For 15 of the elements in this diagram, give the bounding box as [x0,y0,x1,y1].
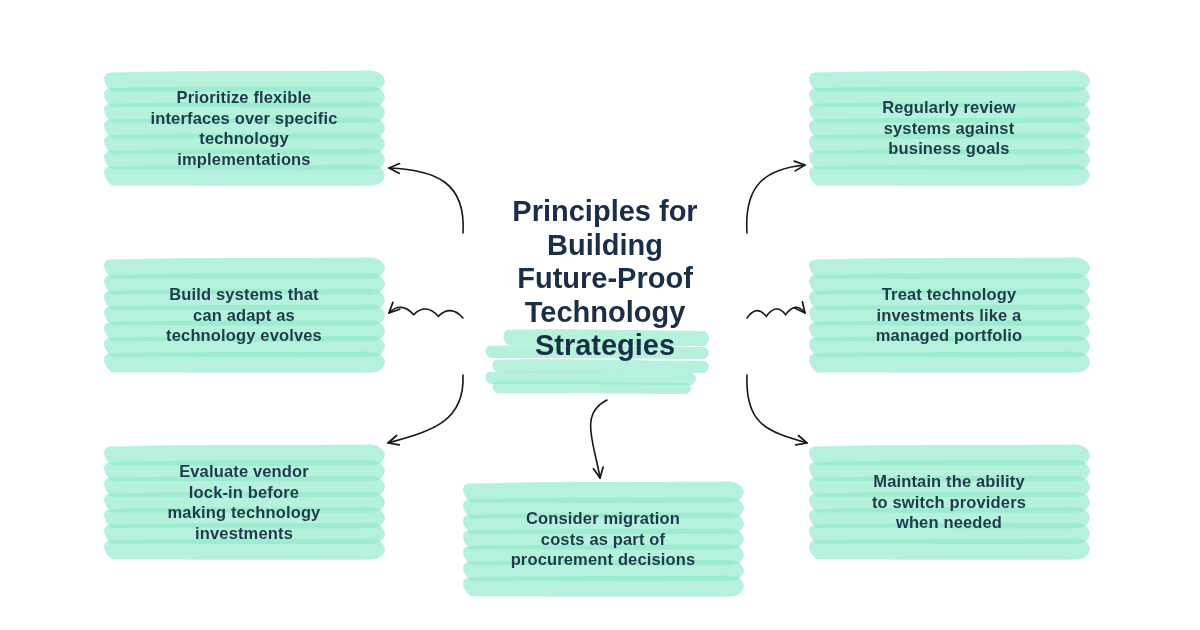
card-text: Consider migration costs as part of procurement decisions [510,508,696,570]
curved-arrow [746,374,808,446]
card-text: Prioritize flexible interfaces over specific technology implementations [149,87,339,169]
wavy-arrow [746,301,806,319]
curved-arrow [745,160,806,234]
curved-arrow [387,374,464,446]
wavy-arrow [388,301,464,319]
central-topic-text: Principles for Building Future-Proof Technology Strategies [511,195,699,363]
curved-arrow [589,399,608,479]
card-text: Evaluate vendor lock-in before making technology investments [166,461,322,543]
curved-arrow [388,162,464,234]
card-text: Regularly review systems against business goals [881,97,1017,159]
card-text: Build systems that can adapt as technology evolves [165,284,323,346]
card-text: Maintain the ability to switch providers when needed [870,471,1028,533]
card-text: Treat technology investments like a managed portfolio [874,284,1024,346]
